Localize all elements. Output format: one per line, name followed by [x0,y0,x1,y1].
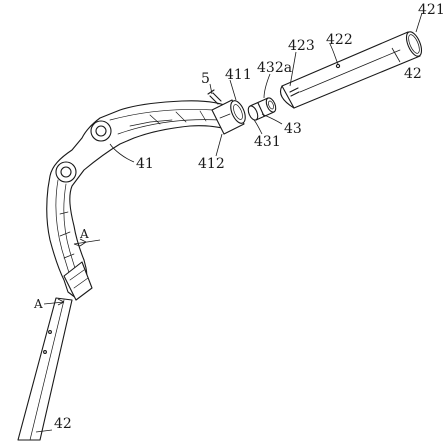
label-5: 5 [201,71,210,87]
label-411: 411 [225,67,252,83]
label-43: 43 [284,121,302,137]
frame-41 [46,89,246,301]
leader-lines [35,12,423,433]
label-42-top: 42 [404,66,422,82]
label-a-upper: A [79,227,89,241]
label-422: 422 [326,32,353,48]
section-line-a-a [43,238,101,306]
label-423: 423 [288,38,315,54]
connector-43 [247,97,277,121]
label-421: 421 [418,2,443,18]
label-431: 431 [254,134,281,150]
label-412: 412 [198,156,225,172]
lower-tube-42 [17,297,73,441]
label-432a: 432a [257,60,292,76]
label-42-bottom: 42 [54,416,72,432]
reference-labels: 421 423 422 432a 42 5 411 43 431 412 41 … [33,2,443,432]
upper-tube-42 [279,31,423,109]
label-a-lower: A [33,297,43,311]
label-41: 41 [136,156,154,172]
